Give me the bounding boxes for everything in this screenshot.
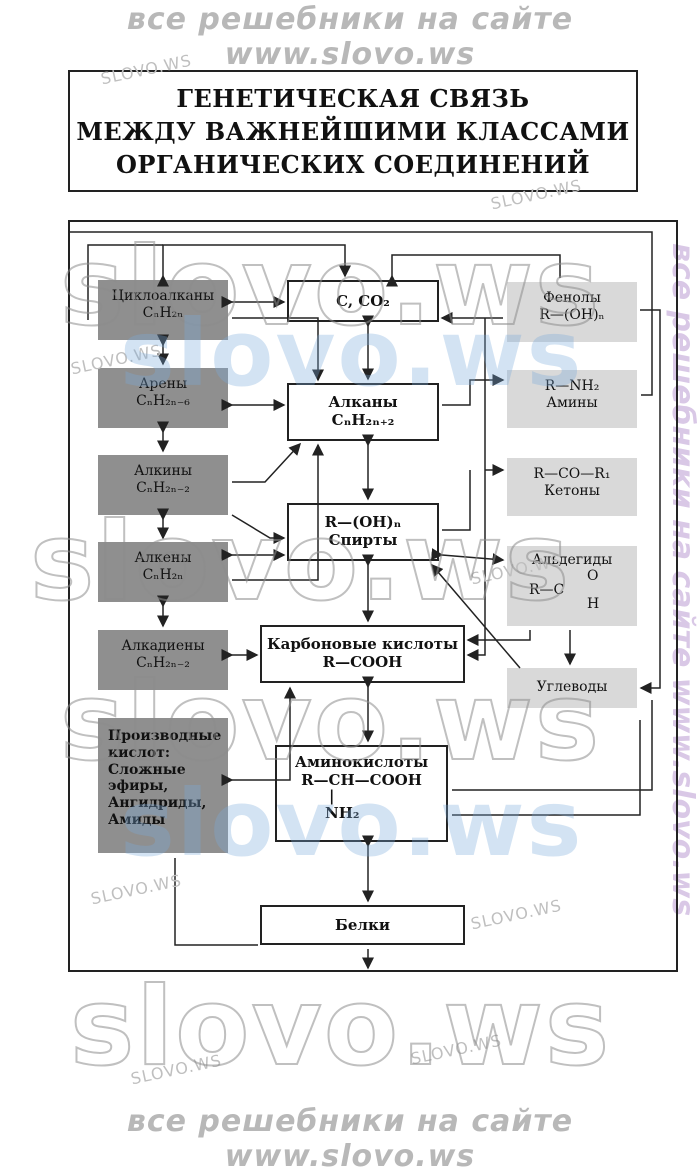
carbohydrates-name: Углеводы [536,679,608,695]
node-amino-acids: Аминокислоты R—CH—COOH | NH₂ [275,745,448,842]
link-cyclo-top [157,244,351,287]
link-alcohols-aldehydes [431,548,505,566]
title-box: ГЕНЕТИЧЕСКАЯ СВЯЗЬ МЕЖДУ ВАЖНЕЙШИМИ КЛАС… [68,70,638,192]
alkenes-name: Алкены [134,550,192,566]
derivatives-line-2: кислот: [108,744,171,761]
link-amino-right [452,700,653,791]
link-right-outer [639,309,661,694]
carboxylic-name: Карбоновые кислоты [266,635,459,653]
link-cyclo-alkanes [232,317,324,382]
arenes-name: Арены [138,376,188,392]
link-carbo-alcohols [431,563,521,669]
proteins-name: Белки [335,916,390,934]
link-alkynes-alcohols [231,514,286,544]
amino-nh2: NH₂ [325,804,360,822]
node-phenols: Фенолы R—(OH)ₙ [507,282,637,342]
title-line-3: ОРГАНИЧЕСКИХ СОЕДИНЕНИЙ [115,150,591,179]
amino-formula: R—CH—COOH [301,771,422,789]
alkanes-formula: CₙH₂ₙ₊₂ [331,411,395,429]
amino-bond: | [329,787,335,805]
derivatives-line-5: Ангидриды, [108,795,207,812]
link-top-loop [87,244,163,320]
watermark-blue-2: slovo.ws [120,770,584,877]
link-alkanes-amines [442,379,485,406]
watermark-banner-top: все решебники на сайте www.slovo.ws [126,2,574,72]
watermark-big-3: slovo.ws [59,659,602,786]
alkynes-formula: CₙH₂ₙ₋₂ [136,479,190,496]
alkadienes-formula: CₙH₂ₙ₋₂ [136,654,190,671]
aldehydes-h: H [587,595,600,612]
aldehydes-o: O [587,567,599,584]
derivatives-line-6: Амиды [108,811,166,828]
link-amines-amino [70,231,653,396]
node-alkenes: Алкены CₙH₂ₙ [98,542,228,602]
title-line-2: МЕЖДУ ВАЖНЕЙШИМИ КЛАССАМИ [76,117,630,146]
watermark-big-2: slovo.ws [29,499,572,626]
link-alcohols-ketones [442,470,471,531]
watermark-big-1: slovo.ws [59,224,602,351]
derivatives-line-4: эфиры, [108,778,169,795]
node-cycloalkanes: Циклоалканы CₙH₂ₙ [98,280,228,340]
connection-lines [70,231,661,970]
arenes-formula: CₙH₂ₙ₋₆ [136,392,190,409]
cycloalkanes-name: Циклоалканы [111,288,215,304]
amines-formula: R—NH₂ [544,378,600,394]
aldehydes-rc: R—C [529,581,565,598]
node-alkanes: Алканы CₙH₂ₙ₊₂ [287,383,439,441]
node-carbohydrates: Углеводы [507,668,637,708]
node-amines: R—NH₂ Амины [507,370,637,428]
node-aldehydes: Альдегиды O R—C H [507,546,637,626]
node-arenes: Арены CₙH₂ₙ₋₆ [98,368,228,428]
link-derivatives-carboxylic [221,686,296,786]
node-ketones: R—CO—R₁ Кетоны [507,458,637,516]
link-aldehydes-carboxylic [466,630,531,646]
alcohols-name: Спирты [328,531,398,549]
amino-name: Аминокислоты [294,753,429,771]
aldehydes-name: Альдегиды [531,552,613,568]
watermark-big-4: slovo.ws [69,964,612,1091]
amines-name: Амины [546,394,598,411]
cycloalkanes-formula: CₙH₂ₙ [142,304,184,321]
c-co2-label: C, CO₂ [336,292,390,310]
node-alcohols: R—(OH)ₙ Спирты [287,503,439,561]
watermark-banner-bottom: все решебники на сайте www.slovo.ws [126,1104,574,1174]
alkynes-name: Алкины [133,463,193,479]
link-phenols-c [386,254,561,287]
link-amino-mid [452,720,641,816]
link-right-bus [466,318,486,661]
alcohols-formula: R—(OH)ₙ [324,513,402,531]
derivatives-line-3: Сложные [108,761,186,778]
link-alkynes-alkanes [232,442,302,483]
phenols-formula: R—(OH)ₙ [539,306,605,323]
phenols-name: Фенолы [543,290,601,306]
watermark-side: все решебники на сайте www.slovo.ws [665,243,700,917]
diagram-frame [68,220,678,972]
node-alkadienes: Алкадиены CₙH₂ₙ₋₂ [98,630,228,690]
alkanes-name: Алканы [328,393,398,411]
ketones-formula: R—CO—R₁ [533,466,611,482]
ketones-name: Кетоны [544,482,600,499]
watermark-blue-1: slovo.ws [120,300,584,407]
link-derivatives-down [174,858,258,946]
title-line-1: ГЕНЕТИЧЕСКАЯ СВЯЗЬ [176,84,530,113]
node-proteins: Белки [260,905,465,945]
node-acid-derivatives: Производные кислот: Сложные эфиры, Ангид… [98,718,228,853]
derivatives-line-1: Производные [108,728,222,744]
alkadienes-name: Алкадиены [121,638,205,654]
link-alkenes-alkanes [232,443,324,581]
carboxylic-formula: R—COOH [322,653,403,671]
node-alkynes: Алкины CₙH₂ₙ₋₂ [98,455,228,515]
alkenes-formula: CₙH₂ₙ [142,566,184,583]
